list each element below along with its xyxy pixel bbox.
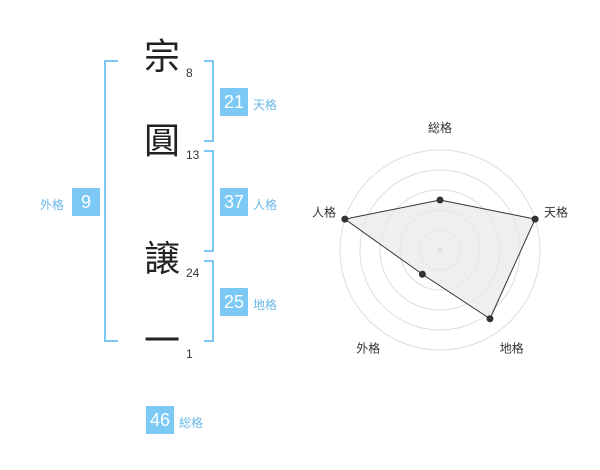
radar-axis-label: 地格 (500, 341, 524, 356)
jinkaku-label: 人格 (253, 198, 278, 212)
chikaku-label: 地格 (253, 298, 278, 312)
radar-point-1 (436, 196, 444, 204)
name-char-3: 譲 (143, 239, 180, 280)
radar-ring (339, 149, 541, 351)
radar-axis-label: 人格 (312, 204, 336, 219)
soukaku-label: 総格 (179, 416, 204, 430)
radar-polygon (343, 199, 536, 320)
radar-axis-label: 外格 (356, 341, 380, 356)
name-char-2: 圓 (143, 121, 180, 162)
radar-point-5 (341, 215, 349, 223)
jinkaku-bracket (204, 150, 214, 252)
name-char-4: 一 (143, 321, 180, 362)
radar-point-4 (418, 270, 426, 278)
gaikaku-label: 外格 (40, 198, 65, 212)
tenkaku-bracket (204, 60, 214, 142)
name-char-1: 宗 (143, 37, 180, 78)
gaikaku-bracket (104, 60, 118, 342)
chikaku-badge: 25 (220, 288, 248, 316)
stroke-count-4: 1 (186, 347, 193, 361)
stroke-count-2: 13 (186, 148, 200, 162)
jinkaku-badge: 37 (220, 188, 248, 216)
gaikaku-badge: 9 (72, 188, 100, 216)
radar-point-3 (486, 315, 494, 323)
tenkaku-badge: 21 (220, 88, 248, 116)
radar-point-2 (531, 215, 539, 223)
radar-axis-label: 天格 (544, 204, 568, 219)
tenkaku-label: 天格 (253, 98, 278, 112)
stroke-count-3: 24 (186, 266, 200, 280)
radar-axis-label: 総格 (428, 120, 452, 135)
stroke-count-1: 8 (186, 66, 193, 80)
chikaku-bracket (204, 260, 214, 342)
soukaku-badge: 46 (146, 406, 174, 434)
